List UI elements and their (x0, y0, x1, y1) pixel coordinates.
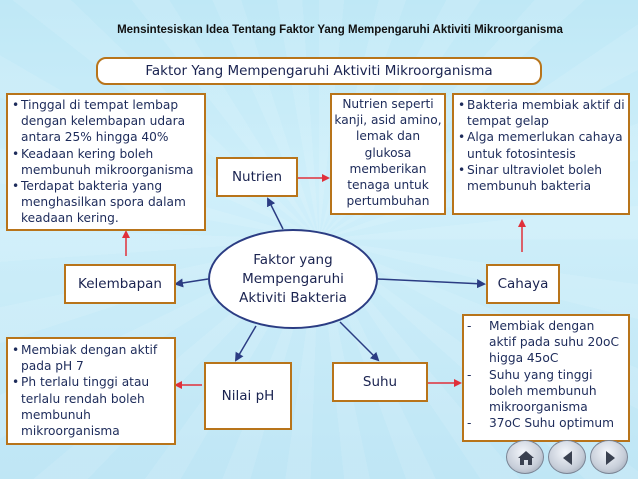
factor-nutrien-label: Nutrien (231, 169, 283, 185)
link-center-suhu (339, 321, 380, 362)
nutrien-note-line: glukosa (364, 145, 412, 160)
nutrien-notes-box: Nutrien seperti kanji, asid amino, lemak… (330, 93, 446, 215)
link-center-nutrien (267, 197, 284, 230)
suhu-note: Suhu yang tinggi boleh membunuh mikroorg… (467, 367, 625, 416)
factor-cahaya: Cahaya (486, 264, 560, 304)
nutrien-note-line: pertumbuhan (346, 194, 430, 209)
center-topic-line: Aktiviti Bakteria (239, 289, 347, 306)
kelembapan-note: Terdapat bakteria yang menghasilkan spor… (11, 178, 201, 227)
nutrien-note-line: lemak dan (355, 129, 421, 144)
cahaya-notes-list: Bakteria membiak aktif di tempat gelap A… (457, 97, 625, 194)
cahaya-note: Bakteria membiak aktif di tempat gelap (457, 97, 625, 129)
factor-nilai-ph-label: Nilai pH (221, 388, 275, 404)
nutrien-note-line: Nutrien seperti (342, 97, 434, 111)
factor-cahaya-label: Cahaya (497, 276, 549, 292)
center-topic: Faktor yang Mempengaruhi Aktiviti Bakter… (208, 229, 378, 329)
cahaya-note: Alga memerlukan cahaya untuk fotosintesi… (457, 129, 625, 161)
kelembapan-notes-box: Tinggal di tempat lembap dengan kelembap… (6, 93, 206, 231)
link-center-cahaya (377, 278, 486, 289)
link-center-ph (234, 325, 257, 362)
cahaya-note: Sinar ultraviolet boleh membunuh bakteri… (457, 162, 625, 194)
subtitle-box: Faktor Yang Mempengaruhi Aktiviti Mikroo… (96, 57, 542, 85)
kelembapan-notes-list: Tinggal di tempat lembap dengan kelembap… (11, 97, 201, 227)
back-button[interactable] (548, 440, 586, 474)
nutrien-note-line: tenaga untuk (347, 178, 429, 193)
kelembapan-note: Keadaan kering boleh membunuh mikroorgan… (11, 146, 201, 178)
factor-suhu: Suhu (332, 362, 428, 402)
center-topic-line: Faktor yang (253, 251, 333, 268)
ph-note: Membiak dengan aktif pada pH 7 (11, 342, 171, 374)
suhu-notes-list: Membiak dengan aktif pada suhu 20oC higg… (467, 318, 625, 431)
link-center-kelembapan (174, 278, 209, 288)
factor-kelembapan-label: Kelembapan (78, 276, 162, 292)
factor-suhu-label: Suhu (362, 374, 398, 390)
suhu-note: 37oC Suhu optimum (467, 415, 625, 431)
center-topic-line: Mempengaruhi (242, 270, 344, 287)
back-arrow-icon (563, 451, 572, 465)
cahaya-notes-box: Bakteria membiak aktif di tempat gelap A… (452, 93, 630, 215)
factor-kelembapan: Kelembapan (64, 264, 176, 304)
suhu-note: Membiak dengan aktif pada suhu 20oC higg… (467, 318, 625, 367)
nutrien-note-line: memberikan (349, 161, 427, 176)
slide-title: Mensintesiskan Idea Tentang Faktor Yang … (117, 24, 563, 36)
kelembapan-note: Tinggal di tempat lembap dengan kelembap… (11, 97, 201, 146)
ph-notes-list: Membiak dengan aktif pada pH 7 Ph terlal… (11, 342, 171, 439)
home-icon (518, 451, 534, 465)
factor-nilai-ph: Nilai pH (204, 362, 292, 430)
suhu-notes-box: Membiak dengan aktif pada suhu 20oC higg… (462, 314, 630, 442)
forward-button[interactable] (590, 440, 628, 474)
ph-note: Ph terlalu tinggi atau terlalu rendah bo… (11, 374, 171, 439)
home-button[interactable] (506, 440, 544, 474)
nutrien-note-line: kanji, asid amino, (334, 113, 442, 128)
forward-arrow-icon (606, 451, 615, 465)
ph-notes-box: Membiak dengan aktif pada pH 7 Ph terlal… (6, 337, 176, 445)
factor-nutrien: Nutrien (216, 157, 298, 197)
subtitle-text: Faktor Yang Mempengaruhi Aktiviti Mikroo… (145, 63, 493, 79)
